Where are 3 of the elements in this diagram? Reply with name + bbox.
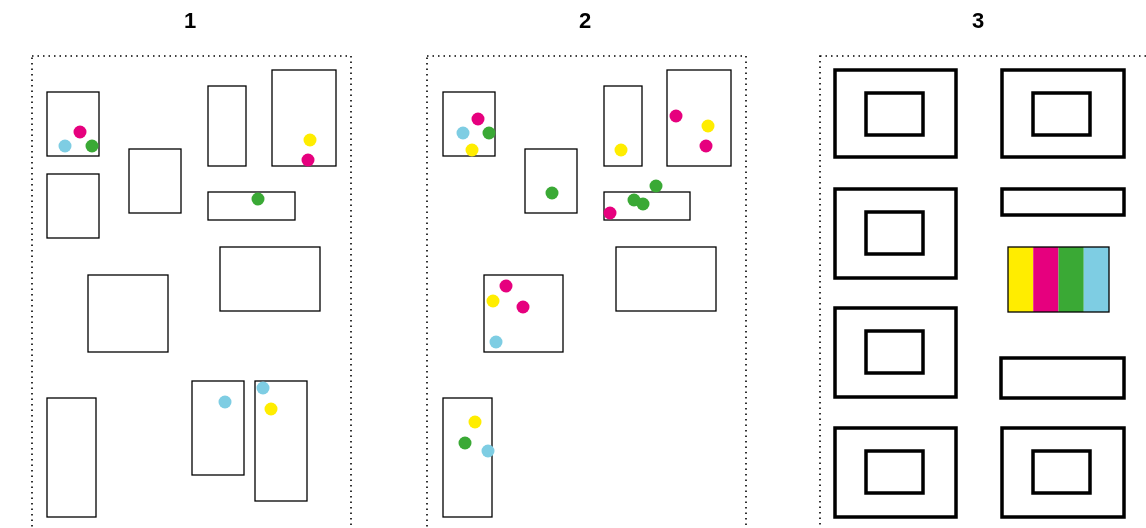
- panel-number: 2: [578, 8, 592, 34]
- panel-number: 1: [183, 8, 197, 34]
- panel-number: 3: [971, 8, 985, 34]
